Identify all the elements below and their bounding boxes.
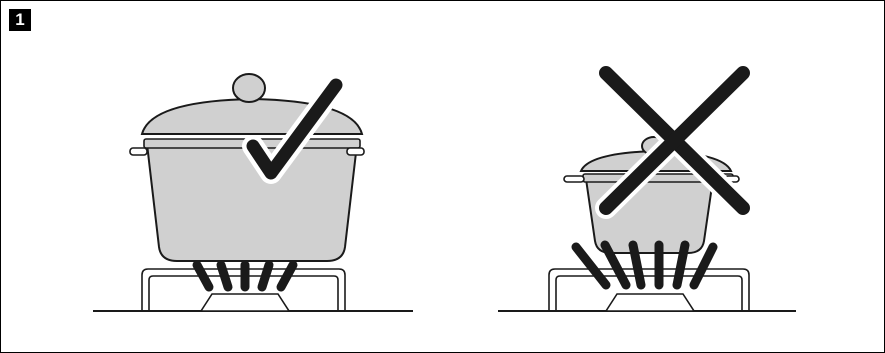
incorrect-usage-panel bbox=[498, 62, 796, 312]
step-number-badge: 1 bbox=[9, 9, 31, 31]
pan-support-grate bbox=[548, 268, 750, 311]
left-pot-handle bbox=[129, 147, 148, 156]
cross-icon bbox=[595, 62, 754, 219]
left-pot-handle bbox=[563, 175, 585, 183]
right-pot-handle bbox=[346, 147, 365, 156]
large-pot-body bbox=[145, 143, 359, 262]
burner-flames bbox=[192, 260, 298, 292]
burner-flames bbox=[571, 240, 718, 290]
burner-base bbox=[604, 293, 696, 312]
burner-base bbox=[199, 293, 291, 312]
large-pot-lid-knob bbox=[232, 73, 266, 103]
correct-usage-panel bbox=[93, 73, 413, 312]
